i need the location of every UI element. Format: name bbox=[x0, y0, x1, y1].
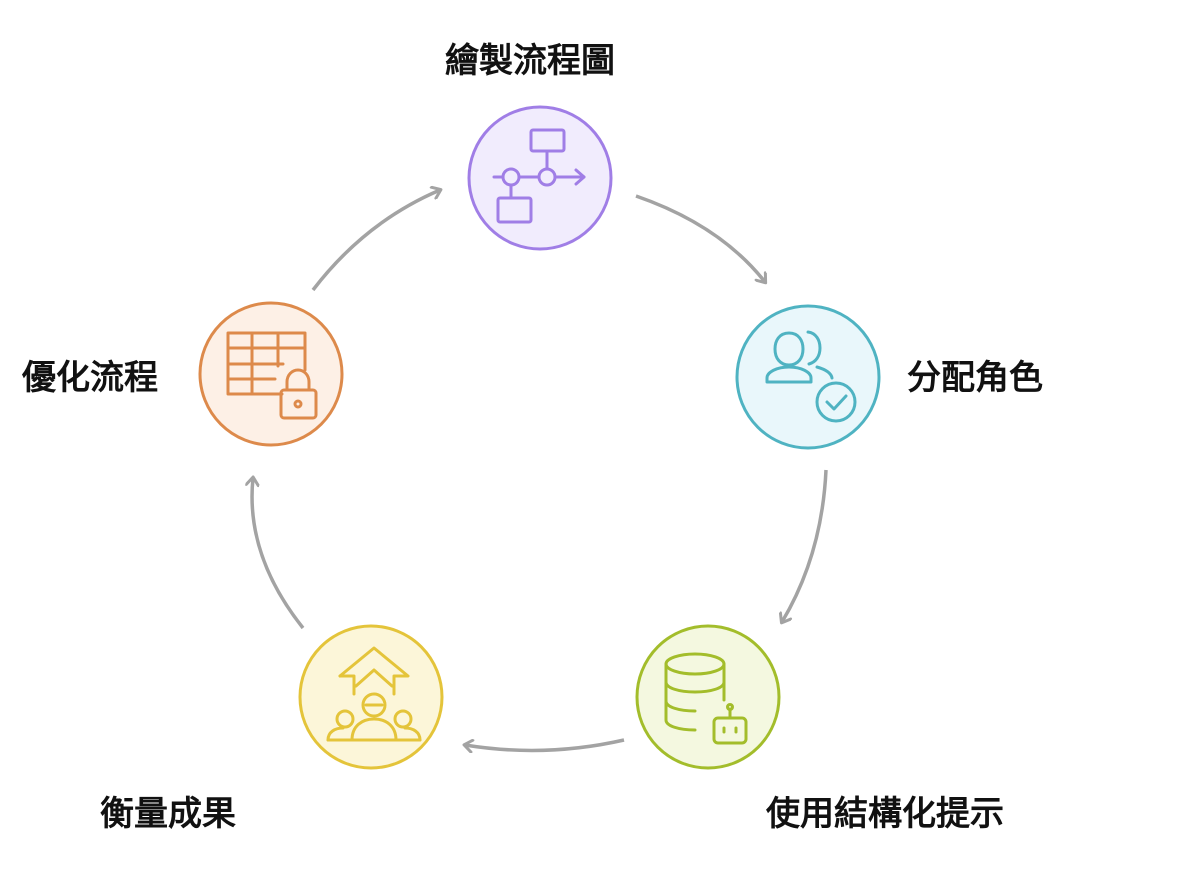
database-robot-icon bbox=[664, 652, 748, 745]
step-draw bbox=[467, 105, 613, 251]
arrow-prompt-to-measure bbox=[465, 738, 625, 750]
step-prompt bbox=[635, 624, 781, 770]
arrow-optimize-to-draw bbox=[311, 190, 440, 292]
step-measure-label: 衡量成果 bbox=[100, 794, 236, 834]
arrow-measure-to-optimize bbox=[252, 478, 305, 630]
arrow-draw-to-roles bbox=[635, 194, 765, 282]
users-check-icon bbox=[765, 330, 857, 423]
step-roles bbox=[735, 304, 881, 450]
step-measure bbox=[298, 624, 444, 770]
step-prompt-label: 使用結構化提示 bbox=[766, 794, 1004, 834]
step-optimize bbox=[198, 301, 344, 447]
step-optimize-circle bbox=[198, 301, 344, 447]
step-prompt-circle bbox=[635, 624, 781, 770]
step-measure-circle bbox=[298, 624, 444, 770]
step-optimize-label: 優化流程 bbox=[22, 358, 158, 398]
step-roles-circle bbox=[735, 304, 881, 450]
arrow-roles-to-prompt bbox=[782, 469, 828, 622]
step-draw-label: 繪製流程圖 bbox=[445, 41, 615, 81]
flowchart-icon bbox=[492, 128, 586, 224]
growth-team-icon bbox=[326, 646, 422, 742]
step-roles-label: 分配角色 bbox=[907, 358, 1043, 398]
table-lock-icon bbox=[226, 331, 318, 420]
